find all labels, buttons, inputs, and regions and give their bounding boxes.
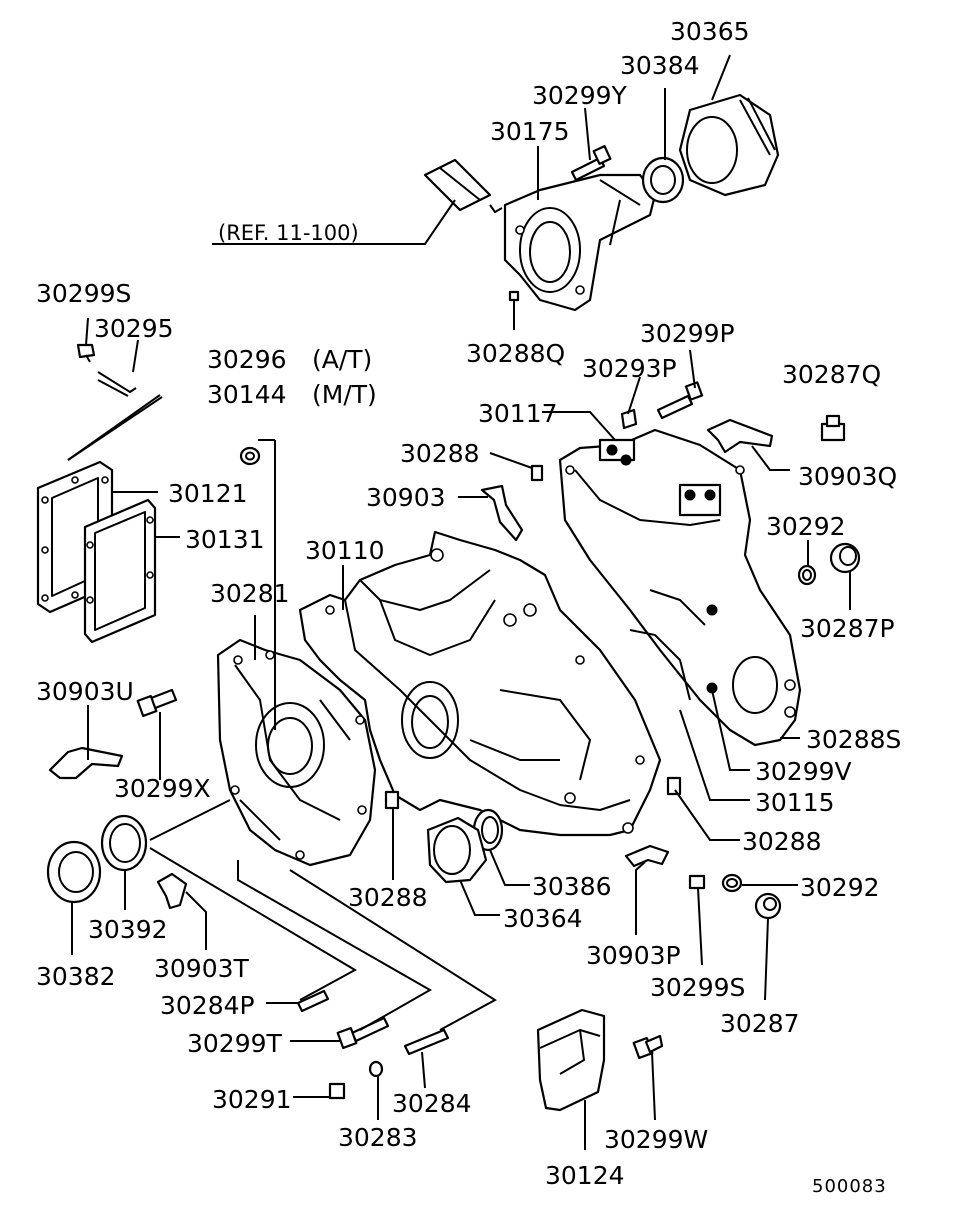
bolt-30299T	[336, 1016, 390, 1050]
label-30299V: 30299V	[755, 757, 852, 786]
ref-pointer	[423, 158, 503, 214]
label-30175: 30175	[490, 117, 570, 146]
bolt-30299S-top	[76, 343, 96, 363]
label-30903P: 30903P	[586, 941, 681, 970]
label-30384: 30384	[620, 51, 700, 80]
label-30124: 30124	[545, 1161, 625, 1190]
plug-30287Q	[820, 414, 846, 442]
plug-30287	[754, 892, 782, 920]
variant-mt-label: (M/T)	[312, 380, 377, 409]
oil-seal-30382	[46, 840, 102, 904]
clip-30293P	[620, 408, 638, 430]
label-30131: 30131	[185, 525, 265, 554]
transmission-case-30110	[298, 530, 662, 837]
label-30288-top: 30288	[400, 439, 480, 468]
label-30293P: 30293P	[582, 354, 677, 383]
label-30287: 30287	[720, 1009, 800, 1038]
bolt-30299X	[136, 688, 178, 718]
label-30144: 30144	[207, 380, 287, 409]
bracket-30903	[480, 484, 524, 542]
label-30281: 30281	[210, 579, 290, 608]
label-30299X: 30299X	[114, 774, 211, 803]
bracket-30295	[97, 371, 137, 397]
bracket-30903P	[624, 844, 670, 868]
part-labels: 30365 30384 30299Y 30175 30288Q 30299S 3…	[36, 17, 901, 1197]
label-30292-bottom: 30292	[800, 873, 880, 902]
bracket-30903Q	[706, 418, 774, 454]
label-30903T: 30903T	[154, 954, 250, 983]
washer-30292-bottom	[721, 873, 743, 893]
stud-30284	[403, 1028, 450, 1056]
label-30115: 30115	[755, 788, 835, 817]
bolt-30299S-bottom	[688, 874, 706, 890]
bracket-30903U	[48, 746, 124, 780]
label-30284: 30284	[392, 1089, 472, 1118]
label-30299W: 30299W	[604, 1125, 708, 1154]
washer-30283	[368, 1060, 384, 1078]
label-30903: 30903	[366, 483, 446, 512]
label-30392: 30392	[88, 915, 168, 944]
label-30386: 30386	[532, 872, 612, 901]
plug-30287P	[829, 542, 861, 574]
diagram-number: 500083	[812, 1176, 887, 1197]
dowel-30288-top	[530, 464, 544, 482]
transfer-case-30115	[558, 428, 802, 747]
washer-30292-top	[797, 564, 817, 586]
bolt-30299P	[656, 381, 704, 420]
bolt-30299Y	[570, 145, 612, 182]
label-30117: 30117	[478, 399, 558, 428]
boot-30364	[426, 816, 488, 884]
label-30903U: 30903U	[36, 677, 134, 706]
seal-30144	[239, 446, 261, 466]
label-30292-top: 30292	[766, 512, 846, 541]
label-30287Q: 30287Q	[782, 360, 881, 389]
cover-30124	[536, 1008, 606, 1112]
label-30299S-bottom: 30299S	[650, 973, 745, 1002]
dowel-30288-right	[666, 776, 682, 796]
nut-30291	[328, 1082, 346, 1100]
label-30288Q: 30288Q	[466, 339, 565, 368]
boot-30365	[678, 93, 780, 197]
label-30288-mid: 30288	[348, 883, 428, 912]
label-30365: 30365	[670, 17, 750, 46]
bolt-30299W	[632, 1034, 664, 1060]
label-30287P: 30287P	[800, 614, 895, 643]
label-30288-right: 30288	[742, 827, 822, 856]
label-30364: 30364	[503, 904, 583, 933]
label-30299Y: 30299Y	[532, 81, 628, 110]
label-30299S-top: 30299S	[36, 279, 131, 308]
extension-housing	[503, 173, 657, 312]
label-30299T: 30299T	[187, 1029, 283, 1058]
leader-lines	[67, 54, 851, 1150]
variant-at-label: (A/T)	[312, 345, 372, 374]
label-30295: 30295	[94, 314, 174, 343]
label-30299P: 30299P	[640, 319, 735, 348]
label-30283: 30283	[338, 1123, 418, 1152]
spacer-30392	[100, 814, 148, 872]
label-30284P: 30284P	[160, 991, 255, 1020]
adapter-housing-30281	[216, 638, 377, 867]
label-30291: 30291	[212, 1085, 292, 1114]
stud-30284P	[296, 989, 330, 1013]
label-30382: 30382	[36, 962, 116, 991]
label-30903Q: 30903Q	[798, 462, 897, 491]
label-30121: 30121	[168, 479, 248, 508]
gasket-30131	[83, 498, 157, 644]
label-30288S: 30288S	[806, 725, 901, 754]
reference-label: (REF. 11-100)	[218, 221, 359, 245]
oil-seal-30384	[641, 156, 685, 204]
bracket-30903T	[156, 872, 188, 910]
dowel-30288-mid	[384, 790, 400, 810]
label-30296: 30296	[207, 345, 287, 374]
label-30110: 30110	[305, 536, 385, 565]
